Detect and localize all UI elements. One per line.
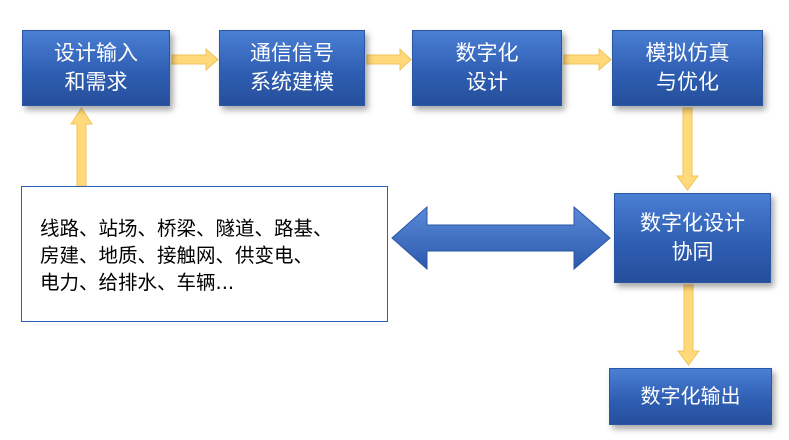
digital-design-box: 数字化 设计 (412, 30, 562, 106)
arrow-input-to-modeling (171, 47, 219, 72)
simulation-optimization-label: 模拟仿真 与优化 (645, 41, 730, 94)
arrow-design-to-simulation (563, 47, 612, 72)
arrow-collaboration-to-output (677, 284, 700, 366)
simulation-optimization-box: 模拟仿真 与优化 (612, 30, 763, 106)
digital-design-label: 数字化 设计 (455, 41, 519, 94)
digital-collaboration-label: 数字化设计 协同 (640, 211, 745, 264)
disciplines-text: 线路、站场、桥梁、隧道、路基、 房建、地质、接触网、供变电、 电力、给排水、车辆… (40, 217, 333, 294)
arrow-simulation-to-collaboration (676, 107, 699, 191)
design-input-box: 设计输入 和需求 (22, 30, 170, 106)
disciplines-box: 线路、站场、桥梁、隧道、路基、 房建、地质、接触网、供变电、 电力、给排水、车辆… (21, 186, 388, 322)
arrow-disciplines-to-input (70, 107, 93, 187)
design-input-label: 设计输入 和需求 (54, 41, 138, 94)
digital-output-box: 数字化输出 (609, 368, 772, 425)
signal-modeling-label: 通信信号 系统建模 (250, 41, 334, 94)
arrow-modeling-to-design (366, 47, 412, 72)
digital-collaboration-box: 数字化设计 协同 (614, 193, 771, 283)
digital-output-label: 数字化输出 (640, 384, 741, 408)
double-arrow-disciplines-collaboration (391, 205, 611, 271)
signal-modeling-box: 通信信号 系统建模 (219, 30, 365, 106)
